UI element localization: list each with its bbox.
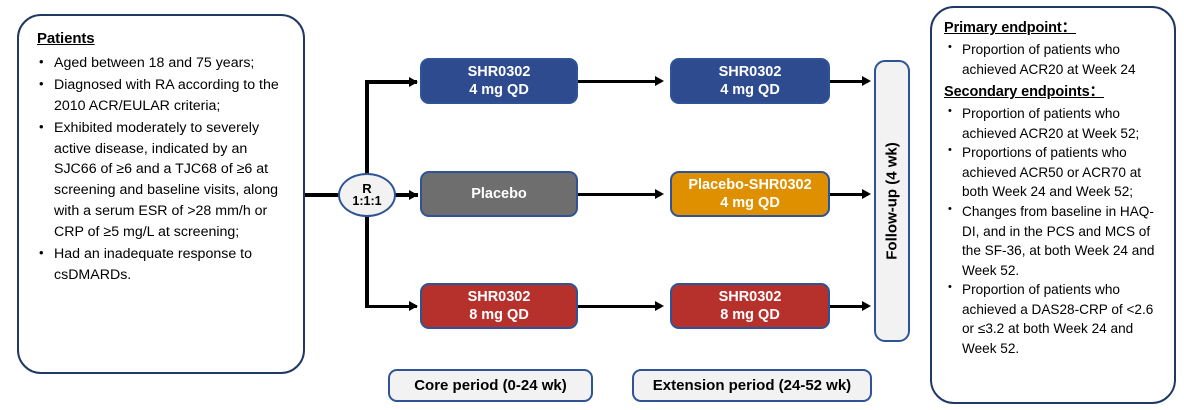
list-item: Proportions of patients who achieved ACR… bbox=[944, 143, 1166, 202]
arrow-head-core-middle bbox=[409, 189, 418, 200]
patients-heading: Patients bbox=[37, 30, 95, 47]
extension-arm-shr0302-8mg: SHR0302 8 mg QD bbox=[670, 283, 830, 329]
followup-label: Follow-up (4 wk) bbox=[883, 142, 901, 260]
list-item: Proportion of patients who achieved ACR2… bbox=[944, 104, 1166, 143]
arrow-head-followup-top bbox=[862, 76, 871, 86]
arrow-head-extension-top bbox=[655, 76, 664, 86]
core-arm-shr0302-8mg: SHR0302 8 mg QD bbox=[420, 283, 578, 329]
extension-period-label: Extension period (24-52 wk) bbox=[632, 369, 872, 402]
connector-patients-to-randomization bbox=[305, 193, 340, 197]
list-item: Had an inadequate response to csDMARDs. bbox=[37, 243, 289, 286]
followup-box: Follow-up (4 wk) bbox=[874, 60, 910, 342]
arm-line-1: SHR0302 bbox=[718, 288, 782, 305]
core-arm-placebo: Placebo bbox=[420, 171, 578, 217]
connector-branch-middle bbox=[394, 193, 418, 197]
secondary-endpoints-heading: Secondary endpoints： bbox=[944, 84, 1104, 101]
arm-line-1: SHR0302 bbox=[718, 63, 782, 80]
arm-line-2: 4 mg QD bbox=[720, 195, 780, 211]
extension-arm-shr0302-4mg: SHR0302 4 mg QD bbox=[670, 58, 830, 104]
connector-extension-to-followup-top bbox=[830, 79, 868, 83]
patients-criteria-list: Aged between 18 and 75 years; Diagnosed … bbox=[37, 52, 289, 286]
list-item: Diagnosed with RA according to the 2010 … bbox=[37, 74, 289, 117]
randomization-label: R bbox=[362, 181, 372, 196]
arm-line-2: 4 mg QD bbox=[720, 82, 780, 98]
secondary-endpoints-list: Proportion of patients who achieved ACR2… bbox=[944, 104, 1166, 358]
extension-arm-placebo-shr0302: Placebo-SHR0302 4 mg QD bbox=[670, 171, 830, 217]
connector-extension-to-followup-middle bbox=[830, 192, 868, 196]
arrow-head-extension-middle bbox=[655, 189, 664, 199]
arm-line-2: 8 mg QD bbox=[469, 307, 529, 323]
list-item: Changes from baseline in HAQ-DI, and in … bbox=[944, 202, 1166, 280]
connector-branch-top bbox=[365, 80, 417, 84]
primary-endpoint-list: Proportion of patients who achieved ACR2… bbox=[944, 40, 1166, 79]
endpoints-panel: Primary endpoint： Proportion of patients… bbox=[930, 6, 1176, 404]
arm-line-1: SHR0302 bbox=[467, 63, 531, 80]
arrow-head-followup-bottom bbox=[862, 301, 871, 311]
connector-extension-to-followup-bottom bbox=[830, 304, 868, 308]
extension-period-text: Extension period (24-52 wk) bbox=[652, 377, 852, 394]
list-item: Proportion of patients who achieved a DA… bbox=[944, 280, 1166, 358]
arm-line-1: Placebo-SHR0302 bbox=[688, 176, 812, 193]
arm-line-2: 4 mg QD bbox=[469, 82, 529, 98]
core-arm-shr0302-4mg: SHR0302 4 mg QD bbox=[420, 58, 578, 104]
randomization-ratio: 1:1:1 bbox=[352, 194, 382, 209]
connector-core-to-extension-middle bbox=[578, 192, 661, 196]
arm-line-1: SHR0302 bbox=[467, 288, 531, 305]
list-item: Aged between 18 and 75 years; bbox=[37, 52, 289, 74]
connector-core-to-extension-top bbox=[578, 79, 661, 83]
primary-endpoint-heading: Primary endpoint： bbox=[944, 20, 1077, 36]
arrow-head-followup-middle bbox=[862, 189, 871, 199]
core-period-text: Core period (0-24 wk) bbox=[414, 377, 567, 394]
list-item: Exhibited moderately to severely active … bbox=[37, 117, 289, 243]
arm-line-2: 8 mg QD bbox=[720, 307, 780, 323]
arm-line-1: Placebo bbox=[471, 185, 527, 202]
connector-branch-bottom bbox=[365, 304, 417, 308]
arrow-head-extension-bottom bbox=[655, 301, 664, 311]
patients-panel: Patients Aged between 18 and 75 years; D… bbox=[17, 14, 305, 374]
core-period-label: Core period (0-24 wk) bbox=[388, 369, 593, 402]
randomization-node: R 1:1:1 bbox=[338, 173, 396, 217]
connector-core-to-extension-bottom bbox=[578, 304, 661, 308]
list-item: Proportion of patients who achieved ACR2… bbox=[944, 40, 1166, 79]
arrow-head-core-bottom bbox=[409, 301, 418, 311]
arrow-head-core-top bbox=[409, 76, 418, 87]
